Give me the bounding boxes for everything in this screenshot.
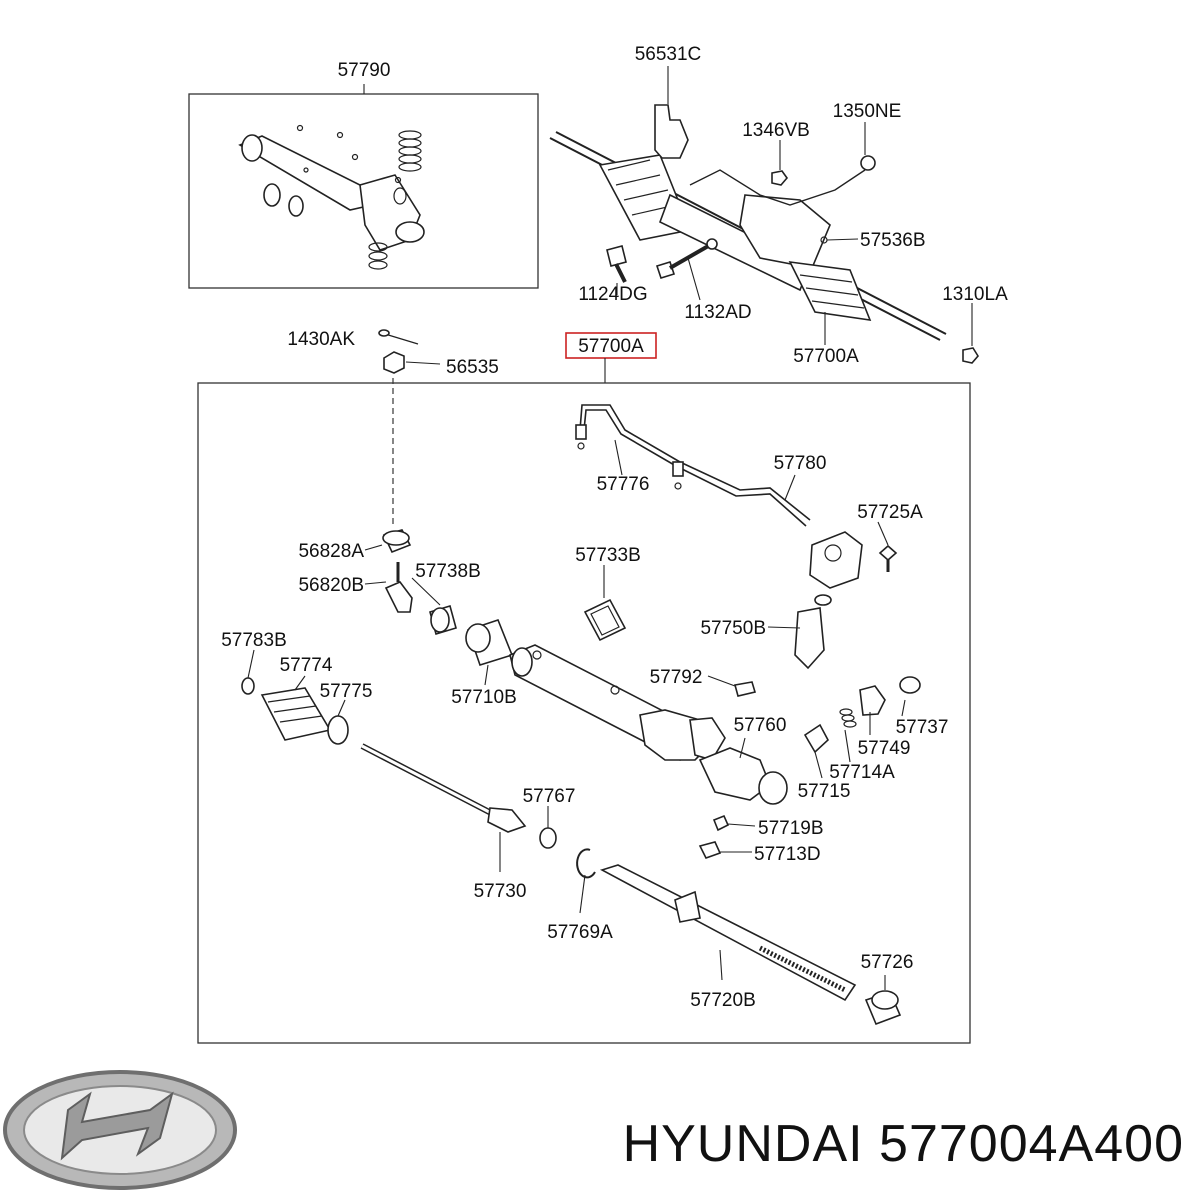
callout-56531C: 56531C bbox=[635, 44, 702, 65]
callout-57715: 57715 bbox=[798, 781, 851, 802]
callout-57783B: 57783B bbox=[221, 630, 287, 651]
callout-57733B: 57733B bbox=[575, 545, 641, 566]
exploded-view-frame bbox=[197, 382, 971, 1044]
callout-57725A: 57725A bbox=[857, 502, 923, 523]
exploded-view-callouts: 57776 57780 57725A 56828A 57733B 56820B … bbox=[221, 453, 948, 1011]
callout-57719B: 57719B bbox=[758, 818, 824, 839]
callout-57774: 57774 bbox=[280, 655, 333, 676]
callout-57760: 57760 bbox=[734, 715, 787, 736]
callout-57749: 57749 bbox=[858, 738, 911, 759]
callout-57714A: 57714A bbox=[829, 762, 895, 783]
inset-57790: 57790 bbox=[188, 60, 539, 289]
callout-57720B: 57720B bbox=[690, 990, 756, 1011]
callout-57700A-highlight: 57700A bbox=[578, 336, 644, 357]
logo-h-glyph bbox=[60, 1091, 174, 1161]
callout-57775: 57775 bbox=[320, 681, 373, 702]
callout-1310LA: 1310LA bbox=[942, 284, 1008, 305]
callout-57713D: 57713D bbox=[754, 844, 821, 865]
callout-57776: 57776 bbox=[597, 474, 650, 495]
callout-56535: 56535 bbox=[446, 357, 499, 378]
callout-57792: 57792 bbox=[650, 667, 703, 688]
callout-57726: 57726 bbox=[861, 952, 914, 973]
callout-57790: 57790 bbox=[338, 60, 391, 81]
callout-56820B: 56820B bbox=[298, 575, 364, 596]
callout-56828A: 56828A bbox=[298, 541, 364, 562]
highlight-box bbox=[565, 332, 657, 359]
callout-1346VB: 1346VB bbox=[742, 120, 810, 141]
callout-1430AK: 1430AK bbox=[287, 329, 355, 350]
callout-1350NE: 1350NE bbox=[833, 101, 902, 122]
callout-57750B: 57750B bbox=[700, 618, 766, 639]
highlight-57700A: 57700A bbox=[565, 332, 657, 383]
callout-57780: 57780 bbox=[774, 453, 827, 474]
steering-gear-assembly-top: 56531C 1346VB 1350NE 57536B 1124DG 1132A… bbox=[549, 44, 1008, 367]
tie-rod-end-fasteners: 1430AK 56535 bbox=[287, 329, 499, 525]
callout-57730: 57730 bbox=[474, 881, 527, 902]
callout-57536B: 57536B bbox=[860, 230, 926, 251]
callout-57767: 57767 bbox=[523, 786, 576, 807]
callout-57769A: 57769A bbox=[547, 922, 613, 943]
brand-part-number: HYUNDAI 577004A400 bbox=[623, 1115, 1184, 1173]
exploded-view-parts bbox=[241, 404, 921, 1026]
callout-57710B: 57710B bbox=[451, 687, 517, 708]
callout-57700A-top: 57700A bbox=[793, 346, 859, 367]
hyundai-logo bbox=[3, 1070, 237, 1190]
callout-57737: 57737 bbox=[896, 717, 949, 738]
callout-57738B: 57738B bbox=[415, 561, 481, 582]
callout-1132AD: 1132AD bbox=[684, 302, 751, 323]
callout-1124DG: 1124DG bbox=[578, 284, 647, 305]
